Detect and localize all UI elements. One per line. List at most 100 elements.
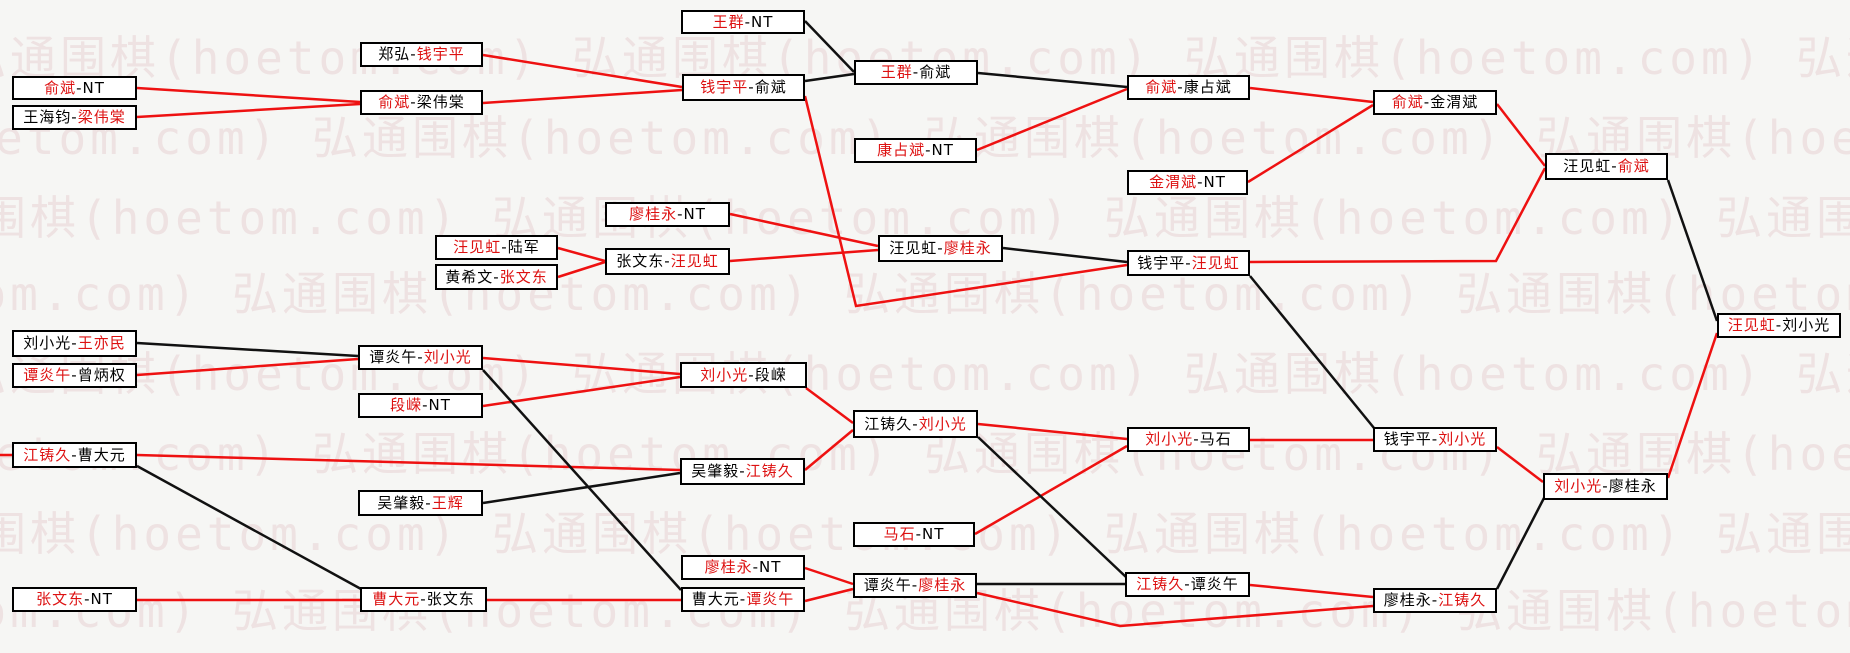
player-name: -: [422, 396, 429, 414]
match-box-zhenghong-qianyuping[interactable]: 郑弘-钱宇平: [360, 42, 483, 67]
match-box-wuzhaoyi-wanghui[interactable]: 吴肇毅-王辉: [358, 490, 483, 516]
match-box-wanghaijun-liangweitang[interactable]: 王海钧-梁伟棠: [12, 105, 137, 130]
black-connector-line: [482, 369, 682, 591]
player-name: 廖桂永: [1383, 591, 1432, 609]
winner-name: 汪见虹: [670, 252, 719, 270]
black-connector-line: [977, 436, 1127, 578]
player-name: -: [677, 205, 684, 223]
match-box-yubin-liangweitang[interactable]: 俞斌-梁伟棠: [360, 90, 483, 115]
red-connector-line: [729, 212, 879, 248]
match-box-tanyanwu-liaoguiyong[interactable]: 谭炎午-廖桂永: [853, 573, 977, 598]
player-name: -: [748, 365, 755, 384]
player-name: -: [1177, 78, 1184, 96]
red-connector-line: [803, 95, 1128, 308]
black-connector-line: [1666, 179, 1719, 322]
player-name: -: [410, 45, 417, 63]
match-box-yubin-nt[interactable]: 俞斌-NT: [12, 76, 137, 100]
match-box-wangjianhong-lujun[interactable]: 汪见虹-陆军: [435, 235, 558, 260]
winner-name: 谭炎午: [23, 366, 72, 384]
red-connector-line: [805, 386, 854, 425]
player-name: 郑弘: [378, 45, 411, 63]
player-name: -: [1197, 173, 1204, 191]
winner-name: 刘小光: [1145, 430, 1194, 448]
player-name: -: [410, 93, 417, 111]
winner-name: 钱宇平: [700, 78, 749, 96]
match-box-qianyuping-yubin[interactable]: 钱宇平-俞斌: [682, 74, 805, 101]
match-box-zhangwendong-nt[interactable]: 张文东-NT: [12, 587, 137, 612]
red-connector-line: [804, 587, 854, 603]
player-name: NT: [1203, 173, 1226, 191]
match-box-liuxiaoguang-wangyimin[interactable]: 刘小光-王亦民: [12, 330, 137, 357]
match-box-wangjianhong-liuxiaoguang-final[interactable]: 汪见虹-刘小光: [1717, 313, 1841, 338]
red-connector-line: [804, 566, 854, 586]
match-box-tanyanwu-liuxiaoguang[interactable]: 谭炎午-刘小光: [358, 345, 483, 370]
black-connector-line: [1002, 246, 1128, 264]
match-box-jiangzhujiu-caodayuan[interactable]: 江铸久-曹大元: [12, 442, 137, 468]
winner-name: 江铸久: [23, 445, 72, 464]
red-connector-line: [482, 88, 683, 105]
player-name: 谭炎午: [1190, 575, 1239, 593]
match-box-caodayuan-zhangwendong[interactable]: 曹大元-张文东: [360, 587, 487, 612]
player-name: -: [71, 445, 78, 464]
match-box-huangxiwen-zhangwendong[interactable]: 黄希文-张文东: [435, 264, 558, 290]
player-name: 马石: [1199, 430, 1232, 448]
match-box-liuxiaoguang-duanrong[interactable]: 刘小光-段嵘: [680, 362, 807, 388]
player-name: 谭炎午: [863, 576, 912, 594]
player-name: -: [501, 238, 508, 256]
match-box-liaoguiyong-nt-bottom[interactable]: 廖桂永-NT: [681, 555, 805, 580]
winner-name: 汪见虹: [1191, 253, 1240, 272]
match-box-wangjianhong-liaoguiyong[interactable]: 汪见虹-廖桂永: [878, 235, 1003, 262]
match-box-mashi-nt[interactable]: 马石-NT: [853, 522, 975, 547]
player-name: -: [1193, 430, 1200, 448]
player-name: 刘小光: [1782, 316, 1831, 334]
player-name: 段嵘: [754, 365, 787, 384]
match-box-yubin-jinweibin[interactable]: 俞斌-金渭斌: [1373, 90, 1497, 115]
match-box-liaoguiyong-nt-top[interactable]: 廖桂永-NT: [605, 202, 730, 227]
match-box-yubin-kangzhanbin[interactable]: 俞斌-康占斌: [1127, 75, 1250, 100]
match-box-wangqun-yubin[interactable]: 王群-俞斌: [854, 60, 978, 85]
match-box-liaoguiyong-jiangzhujiu[interactable]: 廖桂永-江铸久: [1373, 588, 1497, 613]
player-name: 廖桂永: [1608, 477, 1657, 495]
winner-name: 俞斌: [378, 93, 411, 111]
player-name: -: [71, 334, 78, 352]
match-box-qianyuping-liuxiaoguang[interactable]: 钱宇平-刘小光: [1373, 427, 1497, 452]
red-connector-line: [557, 246, 606, 263]
red-connector-line: [136, 86, 361, 104]
red-connector-line: [1496, 446, 1544, 483]
black-connector-line: [1249, 275, 1375, 429]
player-name: NT: [759, 558, 782, 576]
red-connector-line: [1496, 103, 1546, 167]
match-box-liuxiaoguang-liaoguiyong[interactable]: 刘小光-廖桂永: [1543, 473, 1668, 500]
player-name: -: [937, 239, 944, 257]
match-box-tanyanwu-zengbingquan[interactable]: 谭炎午-曾炳权: [12, 363, 137, 388]
player-name: 钱宇平: [1137, 253, 1186, 272]
match-box-duanrong-nt[interactable]: 段嵘-NT: [358, 393, 483, 418]
black-connector-line: [804, 20, 855, 73]
match-box-qianyuping-wangjianhong[interactable]: 钱宇平-汪见虹: [1127, 250, 1250, 276]
match-box-zhangwendong-wangjianhong[interactable]: 张文东-汪见虹: [605, 248, 730, 275]
winner-name: 俞斌: [44, 78, 77, 97]
black-connector-line: [136, 464, 362, 591]
winner-name: 廖桂永: [943, 239, 992, 257]
match-box-jinweibin-nt[interactable]: 金渭斌-NT: [1127, 170, 1248, 195]
red-connector-line: [482, 375, 681, 408]
player-name: -: [912, 414, 919, 433]
match-box-liuxiaoguang-mashi[interactable]: 刘小光-马石: [1127, 427, 1250, 452]
match-box-caodayuan-tanyanwu[interactable]: 曹大元-谭炎午: [681, 587, 805, 612]
match-box-jiangzhujiu-tanyanwu[interactable]: 江铸久-谭炎午: [1125, 572, 1250, 597]
player-name: -: [915, 525, 923, 543]
match-box-jiangzhujiu-liuxiaoguang[interactable]: 江铸久-刘小光: [853, 410, 978, 438]
match-box-kangzhanbin-nt[interactable]: 康占斌-NT: [854, 138, 977, 163]
match-box-wangjianhong-yubin[interactable]: 汪见虹-俞斌: [1545, 153, 1668, 180]
red-connector-line: [974, 444, 1128, 536]
player-name: -: [748, 78, 755, 96]
red-connector-line: [1666, 332, 1719, 479]
player-name: -: [739, 462, 746, 480]
match-box-wuzhaoyi-jiangzhujiu[interactable]: 吴肇毅-江铸久: [680, 458, 805, 485]
player-name: -: [925, 141, 932, 159]
player-name: -: [493, 267, 500, 286]
player-name: 吴肇毅: [691, 462, 740, 480]
match-box-wangqun-nt[interactable]: 王群-NT: [681, 10, 805, 34]
black-connector-line: [977, 71, 1128, 89]
